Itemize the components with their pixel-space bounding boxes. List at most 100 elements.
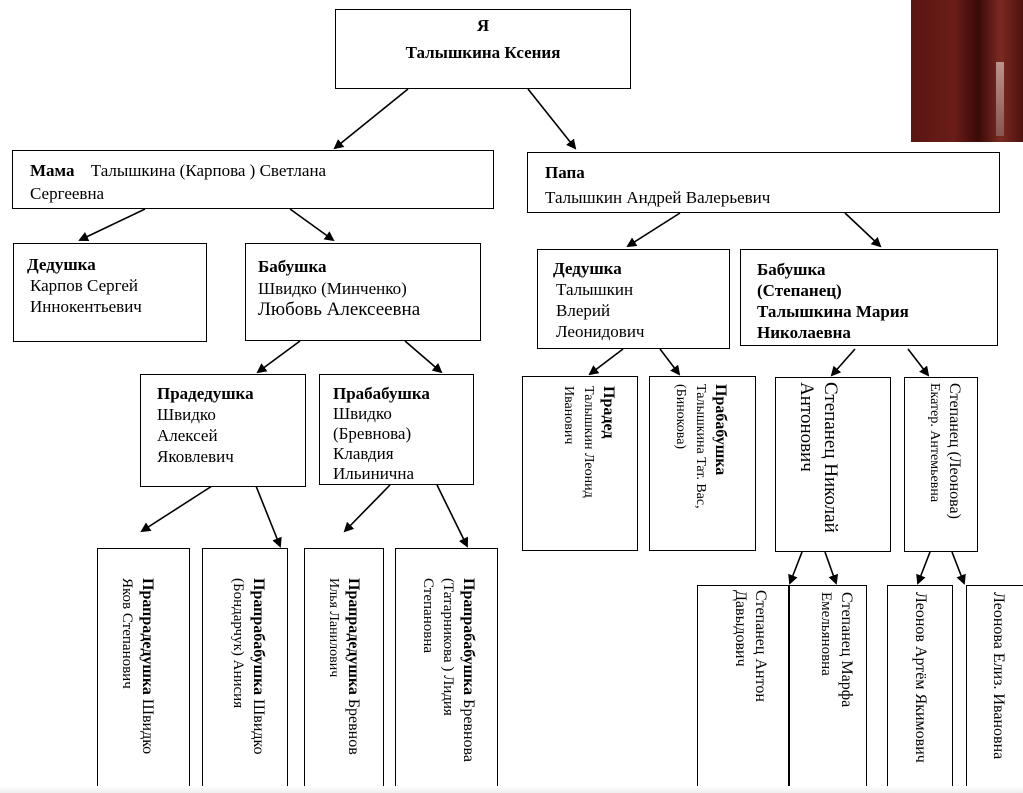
p-grandmother-line2: Талышкина Мария xyxy=(757,302,909,321)
ggf-stepanets-line2: Антонович xyxy=(796,382,817,472)
ggf-talyshkin-text: Прадед Талышкин Леонид Иванович xyxy=(558,386,618,498)
self-name: Талышкина Ксения xyxy=(405,43,561,62)
gggf-leonov-line1: Леонов Артём Якимович xyxy=(912,592,929,763)
ggf-stepanets-text: Степанец Николай Антонович xyxy=(794,382,842,533)
p-grandfather-line1: Талышкин xyxy=(556,280,634,299)
gggf-brevnov-text: Прапрадедушка Бревнов Илья Ланилович xyxy=(323,578,363,755)
arrow-to-mother xyxy=(333,88,409,150)
arrow-to-gggf-shvidko xyxy=(140,485,213,533)
gggf-shvidko-text: Прапрадедушка Швидко Яков Степанович xyxy=(117,578,157,754)
photo-fragment xyxy=(911,0,1023,142)
arrow-to-gggm-stepanets xyxy=(824,551,839,585)
ggm-stepanets-line2: Екатер. Антемьевна xyxy=(927,383,942,503)
gggm-leonova-line1: Леонова Елиз. Ивановна xyxy=(990,592,1007,760)
m-grandfather-role: Дедушка xyxy=(27,255,96,274)
gggf-stepanets-line2: Давыдович xyxy=(732,590,749,667)
p-grandfather-role: Дедушка xyxy=(553,259,622,278)
p-grandfather-box xyxy=(537,249,730,349)
arrow-to-ggm-stepanets xyxy=(907,348,930,377)
gggm-brevnova-line2: (Татарникова ) Лидия xyxy=(440,578,456,716)
gggm-stepanets-box xyxy=(789,585,867,788)
gggf-brevnov-role: Прапрадедушка xyxy=(345,578,362,695)
m-grandmother-box xyxy=(245,243,481,341)
ggf-shvidko-role: Прадедушка xyxy=(157,384,254,403)
arrow-to-p-grandfather xyxy=(626,212,681,248)
mother-role: Мама xyxy=(30,161,75,180)
ggm-shvidko-role: Прабабушка xyxy=(333,384,430,403)
gggm-brevnova-text: Прапрабабушка Бревнова (Татарникова ) Ли… xyxy=(418,578,478,762)
ggf-talyshkin-line1: Талышкин Леонид xyxy=(581,386,596,498)
gggm-shvidko-surname: Швидко xyxy=(250,699,267,755)
arrow-to-m-grandfather xyxy=(78,208,146,242)
ggm-talyshkina-line1: Талышкина Тат. Вас, xyxy=(693,384,708,509)
photo-highlight xyxy=(996,62,1004,136)
ggm-stepanets-box xyxy=(904,377,978,552)
ggm-talyshkina-text: Прабабушка Талышкина Тат. Вас, (Бинокова… xyxy=(670,384,730,509)
ggm-talyshkina-box xyxy=(649,376,756,551)
gggf-stepanets-box xyxy=(697,585,789,788)
gggf-brevnov-box xyxy=(304,548,384,788)
m-grandfather-line2: Иннокентьевич xyxy=(30,297,142,316)
ggm-shvidko-line2: (Бревнова) xyxy=(333,424,412,443)
father-role: Папа xyxy=(545,163,585,182)
self-label: Я xyxy=(476,16,490,35)
arrow-to-gggm-brevnova xyxy=(436,484,468,548)
ggm-talyshkina-line2: (Бинокова) xyxy=(673,384,688,450)
ggf-stepanets-line1: Степанец Николай xyxy=(820,382,841,533)
ggm-shvidko-box xyxy=(319,374,474,485)
gggm-brevnova-line3: Степановна xyxy=(420,578,436,653)
m-grandmother-line1: Швидко (Минченко) xyxy=(258,279,407,298)
gggf-shvidko-line2: Яков Степанович xyxy=(119,578,135,689)
ggm-stepanets-text: Степанец (Леонова) Екатер. Антемьевна xyxy=(924,383,964,519)
arrow-to-ggm-shvidko xyxy=(404,340,443,374)
mother-box xyxy=(12,150,494,209)
p-grandfather-line3: Леонидович xyxy=(556,322,645,341)
ggf-shvidko-line2: Алексей xyxy=(157,426,218,445)
ggm-shvidko-line4: Ильинична xyxy=(333,464,414,483)
arrow-to-father xyxy=(527,88,577,150)
ggm-shvidko-line3: Клавдия xyxy=(333,444,394,463)
arrow-to-gggf-stepanets xyxy=(788,551,803,585)
gggm-shvidko-line2: (Бондарчук) Анисия xyxy=(230,578,246,709)
gggm-brevnova-surname: Бревнова xyxy=(460,699,477,762)
father-name: Талышкин Андрей Валерьевич xyxy=(545,188,771,207)
gggf-shvidko-surname: Швидко xyxy=(139,698,156,755)
ggf-talyshkin-box xyxy=(522,376,638,551)
p-grandmother-role: Бабушка xyxy=(757,260,826,279)
arrow-to-gggf-brevnov xyxy=(343,484,391,533)
gggm-stepanets-line1: Степанец Марфа xyxy=(838,592,855,708)
m-grandmother-line2: Любовь Алексеевна xyxy=(258,299,421,320)
gggf-stepanets-text: Степанец Антон Давыдович xyxy=(730,590,770,702)
gggf-shvidko-role: Прапрадедушка xyxy=(139,578,156,695)
ggf-shvidko-line3: Яковлевич xyxy=(157,447,234,466)
m-grandmother-role: Бабушка xyxy=(258,257,327,276)
gggm-shvidko-role: Прапрабабушка xyxy=(250,578,267,696)
ggf-stepanets-box xyxy=(775,377,891,552)
arrow-to-m-grandmother xyxy=(289,208,335,242)
p-grandfather-line2: Влерий xyxy=(556,301,611,320)
p-grandmother-line1: (Степанец) xyxy=(757,281,842,300)
ggf-shvidko-box xyxy=(140,374,306,487)
p-grandmother-box xyxy=(740,249,998,346)
m-grandfather-box xyxy=(13,243,207,342)
ggf-talyshkin-line2: Иванович xyxy=(561,386,576,445)
scan-edge xyxy=(0,786,1023,793)
arrow-to-gggf-leonov xyxy=(916,551,931,585)
gggf-brevnov-line2: Илья Ланилович xyxy=(326,578,341,678)
arrow-to-ggf-shvidko xyxy=(256,340,301,374)
gggm-leonova-text: Леонова Елиз. Ивановна xyxy=(988,592,1008,759)
gggf-stepanets-line1: Степанец Антон xyxy=(752,590,769,702)
gggf-leonov-text: Леонов Артём Якимович xyxy=(910,592,930,763)
arrow-to-ggm-talyshkina xyxy=(659,348,681,376)
arrow-to-ggf-talyshkin xyxy=(588,348,624,376)
arrow-to-p-grandmother xyxy=(844,212,882,248)
ggf-shvidko-line1: Швидко xyxy=(157,405,216,424)
m-grandfather-line1: Карпов Сергей xyxy=(30,276,139,295)
gggf-brevnov-surname: Бревнов xyxy=(345,698,362,755)
ggm-talyshkina-role: Прабабушка xyxy=(712,384,729,476)
gggm-stepanets-text: Степанец Марфа Емельяновна xyxy=(816,592,856,707)
arrow-to-ggf-stepanets xyxy=(830,348,856,377)
gggm-shvidko-box xyxy=(202,548,288,788)
